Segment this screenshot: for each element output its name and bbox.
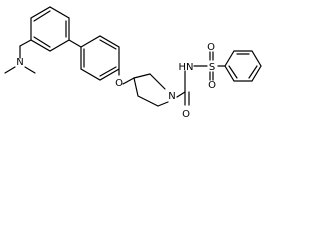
carbonyl-o-label: O — [182, 109, 190, 120]
sulfur-label: S — [209, 62, 215, 73]
carbonyl-group: O — [176, 70, 190, 120]
phenyl-ring — [224, 50, 262, 82]
sulfonyl-o-bottom-label: O — [208, 80, 216, 91]
sulfonyl-o-top-label: O — [207, 42, 215, 53]
piperidine-n-label: N — [168, 91, 175, 102]
ether-o-label: O — [115, 78, 123, 89]
upper-benzene-ring — [30, 6, 70, 52]
dimethylaminomethyl-group: N — [4, 39, 36, 74]
lower-benzene-ring — [80, 35, 120, 81]
dimethylamino-n-label: N — [16, 57, 23, 68]
sulfonamide-nh: HN — [179, 62, 208, 73]
chemical-structure: N O N O HN S — [4, 6, 262, 120]
biaryl-bond — [68, 39, 82, 48]
piperidine-ring: N — [133, 73, 176, 107]
ether-linkage: O — [115, 68, 135, 89]
sulfonyl-group: S O O — [207, 42, 226, 91]
sulfonamide-nh-label: HN — [179, 62, 194, 73]
